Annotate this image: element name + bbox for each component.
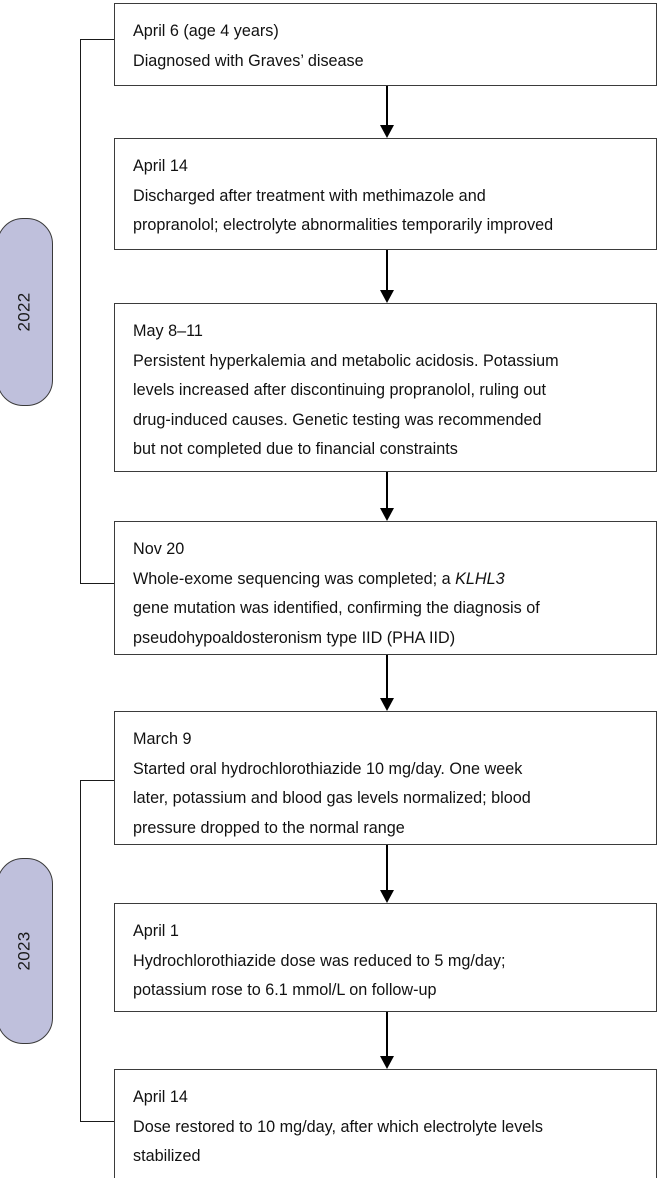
bracket-2023 — [80, 780, 115, 1122]
event-detail-line: stabilized — [133, 1147, 201, 1165]
arrow-down-icon-6 — [380, 1012, 394, 1069]
year-badge-2023-label: 2023 — [15, 931, 34, 971]
bracket-2022-bottom-connector — [80, 582, 115, 584]
event-box-april-14-2022[interactable]: April 14 Discharged after treatment with… — [114, 138, 657, 250]
arrow-down-icon-3 — [380, 472, 394, 521]
event-box-april-6-2022[interactable]: April 6 (age 4 years) Diagnosed with Gra… — [114, 3, 657, 86]
event-box-may-8-11-2022[interactable]: May 8–11 Persistent hyperkalemia and met… — [114, 303, 657, 472]
event-detail-line: but not completed due to financial const… — [133, 440, 458, 458]
event-detail-line: Discharged after treatment with methimaz… — [133, 186, 486, 205]
bracket-2022 — [80, 39, 115, 584]
event-date: April 6 (age 4 years) — [133, 22, 279, 40]
arrow-down-icon-4 — [380, 655, 394, 711]
event-detail-line: potassium rose to 6.1 mmol/L on follow-u… — [133, 981, 437, 999]
event-detail-line: Hydrochlorothiazide dose was reduced to … — [133, 951, 506, 970]
year-badge-2023: 2023 — [0, 858, 53, 1044]
event-box-april-14-2023[interactable]: April 14 Dose restored to 10 mg/day, aft… — [114, 1069, 657, 1178]
event-date: April 1 — [133, 922, 179, 940]
event-detail-line: pseudohypoaldosteronism type IID (PHA II… — [133, 628, 456, 647]
event-detail-line: drug-induced causes. Genetic testing was… — [133, 410, 542, 429]
year-badge-2022: 2022 — [0, 218, 53, 406]
event-detail-line: Dose restored to 10 mg/day, after which … — [133, 1117, 543, 1136]
event-date: April 14 — [133, 157, 188, 175]
event-date: April 14 — [133, 1088, 188, 1106]
bracket-2023-vertical-line — [80, 780, 82, 1122]
bracket-2023-top-connector — [80, 780, 115, 782]
bracket-2022-top-connector — [80, 39, 115, 41]
event-date: March 9 — [133, 730, 192, 748]
event-detail-line: pressure dropped to the normal range — [133, 818, 405, 837]
event-date: May 8–11 — [133, 322, 203, 340]
event-detail-line: levels increased after discontinuing pro… — [133, 381, 547, 399]
event-detail-line: Whole-exome sequencing was completed; a … — [133, 569, 505, 588]
arrow-down-icon-2 — [380, 250, 394, 303]
event-detail-line: Diagnosed with Graves’ disease — [133, 51, 364, 70]
year-badge-2022-label: 2022 — [15, 292, 34, 332]
bracket-2022-vertical-line — [80, 39, 82, 584]
bracket-2023-bottom-connector — [80, 1120, 115, 1122]
arrow-down-icon-5 — [380, 845, 394, 903]
event-detail-line: propranolol; electrolyte abnormalities t… — [133, 216, 554, 234]
arrow-down-icon-1 — [380, 86, 394, 138]
event-date: Nov 20 — [133, 540, 185, 558]
event-box-nov-20-2022[interactable]: Nov 20 Whole-exome sequencing was comple… — [114, 521, 657, 655]
event-box-march-9-2023[interactable]: March 9 Started oral hydrochlorothiazide… — [114, 711, 657, 845]
event-detail-line: gene mutation was identified, confirming… — [133, 599, 540, 617]
event-box-april-1-2023[interactable]: April 1 Hydrochlorothiazide dose was red… — [114, 903, 657, 1012]
event-detail-line: Persistent hyperkalemia and metabolic ac… — [133, 351, 559, 370]
event-detail-line: Started oral hydrochlorothiazide 10 mg/d… — [133, 759, 523, 778]
event-detail-line: later, potassium and blood gas levels no… — [133, 789, 531, 807]
